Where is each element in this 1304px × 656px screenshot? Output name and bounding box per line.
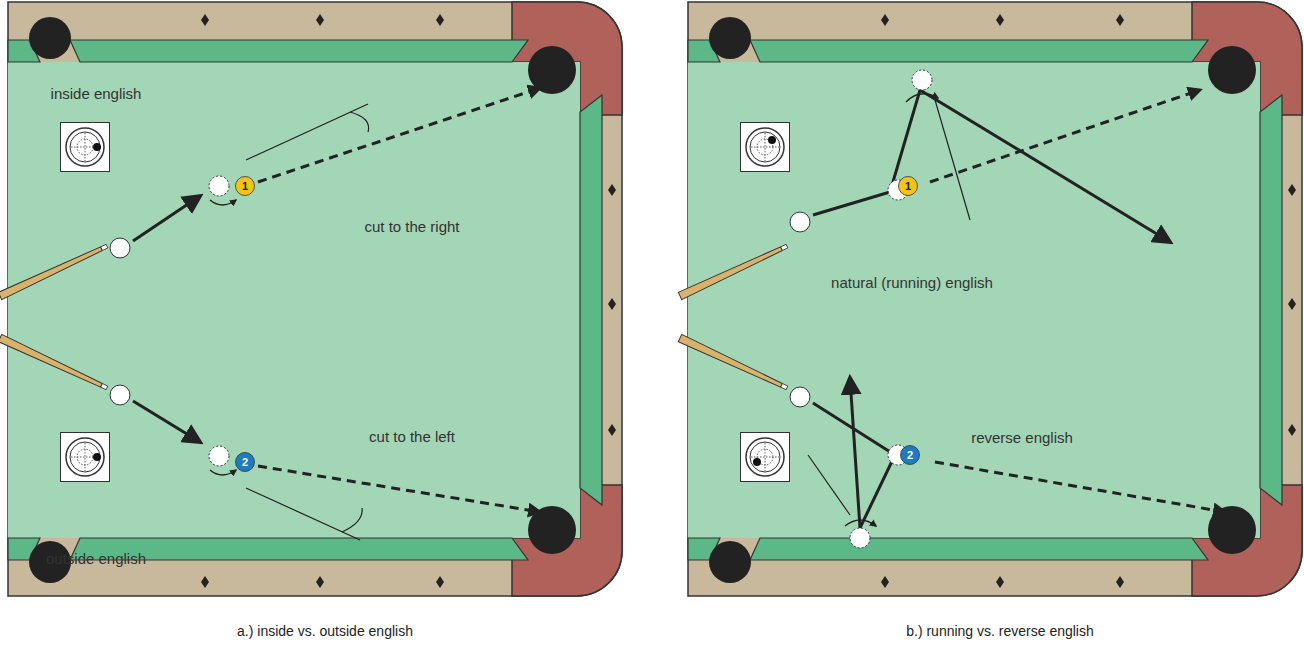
figure-caption: b.) running vs. reverse english xyxy=(906,623,1094,639)
ball-number: 2 xyxy=(235,452,255,472)
shot-label: natural (running) english xyxy=(831,274,993,291)
object-ball: 1 xyxy=(898,176,918,196)
object-ball: 1 xyxy=(235,176,255,196)
ball-number: 1 xyxy=(898,176,918,196)
ball-number: 2 xyxy=(900,445,920,465)
shot-label: reverse english xyxy=(971,429,1073,446)
shot-label: outside english xyxy=(46,550,146,567)
shot-label: cut to the left xyxy=(369,428,455,445)
object-ball: 2 xyxy=(900,445,920,465)
ball-number: 1 xyxy=(235,176,255,196)
figure-caption: a.) inside vs. outside english xyxy=(237,623,413,639)
object-ball: 2 xyxy=(235,452,255,472)
shot-label: inside english xyxy=(51,85,142,102)
shot-label: cut to the right xyxy=(364,218,459,235)
